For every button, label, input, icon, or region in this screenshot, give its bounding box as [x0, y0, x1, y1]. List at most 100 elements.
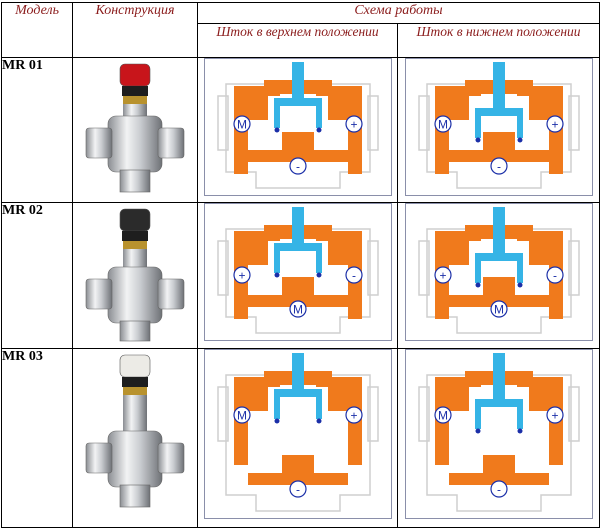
- valve-stem: [291, 207, 304, 247]
- scheme-mr01-lower: M+-: [397, 57, 600, 203]
- port-label-2: -: [553, 269, 557, 283]
- seal-left: [475, 137, 480, 143]
- valve-bottom-port: [119, 320, 150, 342]
- header-stem-lower: Шток в нижнем положении: [397, 23, 600, 58]
- valve-left-port: [85, 127, 112, 159]
- port-label-circle: [489, 157, 508, 175]
- seal-left: [274, 127, 279, 133]
- stem-right-leg: [315, 98, 322, 128]
- valve-ring: [121, 231, 148, 241]
- header-scheme: Схема работы: [197, 2, 600, 24]
- stem-left-leg: [474, 253, 481, 283]
- valve-cap: [119, 63, 150, 87]
- stem-crossbar: [474, 108, 523, 116]
- housing-outline: [425, 374, 572, 512]
- valve-stem: [492, 353, 505, 403]
- valve-stem: [291, 353, 304, 393]
- body-right-wall: [315, 231, 362, 319]
- header-model: Модель: [1, 2, 73, 58]
- port-label-3: -: [296, 160, 300, 174]
- stem-left-leg: [273, 98, 280, 128]
- port-label-3: -: [497, 160, 501, 174]
- valve-brass-ring: [122, 387, 147, 395]
- valve-body: [107, 266, 162, 324]
- seal-right: [316, 127, 321, 133]
- stem-right-leg: [516, 108, 523, 138]
- seal-right: [517, 428, 522, 434]
- valve-right-port: [157, 442, 184, 474]
- body-left-wall: [434, 86, 481, 174]
- valve-photo-mr02: [72, 202, 198, 349]
- stem-crossbar: [273, 389, 322, 397]
- body-bottom: [448, 455, 549, 485]
- port-label-circle: [344, 266, 363, 284]
- left-nut-outline: [216, 95, 229, 151]
- stem-right-leg: [516, 253, 523, 283]
- right-nut-outline: [567, 386, 580, 442]
- port-label-1: M: [438, 409, 448, 423]
- port-label-circle: [433, 115, 452, 133]
- port-label-1: M: [237, 118, 247, 132]
- port-label-2: +: [350, 118, 357, 132]
- body-bottom: [448, 132, 549, 162]
- seal-right: [316, 418, 321, 424]
- left-nut-outline: [417, 95, 430, 151]
- body-left-wall: [434, 377, 481, 465]
- seal-left: [475, 428, 480, 434]
- port-label-circle: [232, 266, 251, 284]
- port-label-circle: [288, 300, 307, 318]
- seal-left: [274, 418, 279, 424]
- row-mr03: MR 03 M+- M+-: [1, 348, 600, 528]
- valve-brass-ring: [122, 96, 147, 104]
- right-nut-outline: [366, 240, 379, 296]
- body-right-wall: [516, 231, 563, 319]
- body-bottom: [247, 277, 348, 307]
- valve-photo-mr03: [72, 348, 198, 528]
- stem-crossbar: [474, 399, 523, 407]
- left-nut-outline: [216, 240, 229, 296]
- body-right-wall: [516, 86, 563, 174]
- valve-cap: [119, 354, 150, 378]
- stem-left-leg: [474, 108, 481, 138]
- row-mr02: MR 02 +-M +-M: [1, 202, 600, 349]
- seal-right: [517, 282, 522, 288]
- header-construction: Конструкция: [72, 2, 198, 58]
- right-nut-outline: [567, 95, 580, 151]
- stem-crossbar: [474, 253, 523, 261]
- body-right-wall: [516, 377, 563, 465]
- stem-crossbar: [273, 98, 322, 106]
- body-right-wall: [315, 377, 362, 465]
- port-label-1: M: [438, 118, 448, 132]
- scheme-mr03-upper: M+-: [197, 348, 398, 528]
- valve-stem: [492, 62, 505, 112]
- stem-right-leg: [516, 399, 523, 429]
- stem-left-leg: [273, 243, 280, 273]
- port-label-circle: [288, 157, 307, 175]
- housing-outline: [224, 374, 371, 512]
- seal-left: [274, 272, 279, 278]
- seal-left: [475, 282, 480, 288]
- valve-right-port: [157, 278, 184, 310]
- right-nut-outline: [366, 95, 379, 151]
- left-nut-outline: [417, 386, 430, 442]
- valve-cap: [119, 208, 150, 232]
- body-left-wall: [233, 377, 280, 465]
- port-label-circle: [545, 406, 564, 424]
- port-label-circle: [489, 300, 508, 318]
- left-nut-outline: [417, 240, 430, 296]
- port-label-circle: [433, 406, 452, 424]
- scheme-mr03-lower: M+-: [397, 348, 600, 528]
- scheme-mr02-lower: +-M: [397, 202, 600, 349]
- port-label-circle: [489, 480, 508, 498]
- body-left-wall: [233, 231, 280, 319]
- scheme-mr01-upper: M + -: [197, 57, 398, 203]
- port-label-3: -: [296, 483, 300, 497]
- seal-right: [517, 137, 522, 143]
- port-label-2: +: [551, 409, 558, 423]
- body-bottom: [448, 277, 549, 307]
- port-label-1: M: [237, 409, 247, 423]
- port-label-circle: [545, 115, 564, 133]
- port-label-3: M: [494, 303, 504, 317]
- header-stem-upper: Шток в верхнем положении: [197, 23, 398, 58]
- valve-bottom-port: [119, 169, 150, 193]
